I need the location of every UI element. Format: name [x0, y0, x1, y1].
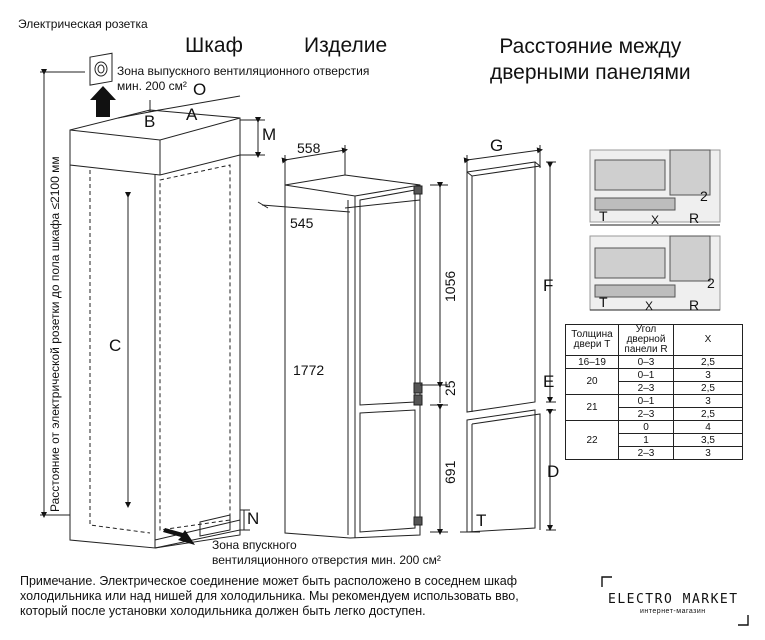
table-row: 20 0–1 3: [565, 368, 743, 395]
dim-width: 558: [297, 140, 321, 156]
note-line-3: который после установки холодильника дол…: [20, 604, 426, 618]
panel-distance-heading: Расстояние между дверными панелями: [490, 35, 691, 84]
table-row: 16–19 0–3 2,5: [565, 355, 743, 369]
installation-note: Примечание. Электрическое соединение мож…: [20, 574, 519, 619]
hinge-detail-top: [589, 149, 721, 226]
dim-G: G: [490, 136, 504, 155]
dim-E: E: [543, 372, 555, 391]
dim-depth: 545: [290, 215, 314, 231]
outlet-arrow-icon: [90, 86, 116, 117]
cabinet-heading: Шкаф: [185, 34, 243, 57]
detail-bottom-R: R: [689, 297, 700, 313]
product-drawing: [257, 145, 448, 539]
detail-top-R: R: [689, 210, 700, 226]
detail-bottom-X: X: [645, 299, 654, 313]
inlet-arrow-icon: [163, 528, 195, 545]
dim-D: D: [547, 462, 560, 481]
hinge-detail-bottom: [589, 235, 721, 311]
dim-height-upper: 1056: [442, 270, 458, 302]
cabinet-drawing: [40, 69, 265, 549]
detail-top-2: 2: [700, 188, 708, 204]
dim-O: O: [193, 80, 207, 99]
dim-B: B: [144, 112, 156, 131]
dim-N: N: [247, 509, 260, 528]
note-line-1: Примечание. Электрическое соединение мож…: [20, 574, 517, 588]
logo-name: ELECTRO MARKET: [608, 592, 739, 607]
table-header-thickness: Толщина двери T: [565, 324, 619, 356]
product-heading: Изделие: [304, 34, 388, 57]
dim-height-lower: 691: [442, 460, 458, 484]
detail-top-X: X: [651, 213, 660, 227]
table-row: 2–3 3: [566, 446, 743, 460]
table-row: 21 0–1 3: [565, 394, 743, 421]
table-row: 2–3 2,5: [566, 381, 743, 395]
dim-M: M: [262, 125, 277, 144]
dim-A: A: [186, 105, 198, 124]
socket-icon: [89, 52, 113, 86]
dim-height-total: 1772: [293, 362, 325, 378]
inlet-zone-label: Зона впускного вентиляционного отверстия…: [212, 538, 441, 567]
detail-bottom-2: 2: [707, 275, 715, 291]
dim-T: T: [476, 511, 487, 530]
socket-label: Электрическая розетка: [18, 17, 148, 31]
dim-gap: 25: [442, 380, 458, 396]
detail-bottom-T: T: [599, 294, 608, 310]
logo-frame-icon: [601, 576, 749, 626]
dim-C: C: [109, 336, 122, 355]
outlet-zone-label: Зона выпускного вентиляционного отверсти…: [117, 64, 370, 93]
table-row: 22 0 4: [565, 420, 743, 460]
table-header-x: X: [673, 324, 743, 356]
vertical-distance-label: Расстояние от электрической розетки до п…: [48, 156, 62, 512]
electro-market-logo: ELECTRO MARKET интернет-магазин: [600, 575, 750, 627]
detail-top-T: T: [599, 208, 608, 224]
door-panels-drawing: [460, 145, 556, 533]
note-line-2: холодильника или над нишей для холодильн…: [20, 589, 519, 603]
dim-F: F: [543, 276, 554, 295]
table-header-angle: Угол дверной панели R: [618, 324, 674, 356]
logo-tagline: интернет-магазин: [640, 608, 706, 615]
door-spec-table: Толщина двери T Угол дверной панели R X …: [565, 324, 743, 460]
